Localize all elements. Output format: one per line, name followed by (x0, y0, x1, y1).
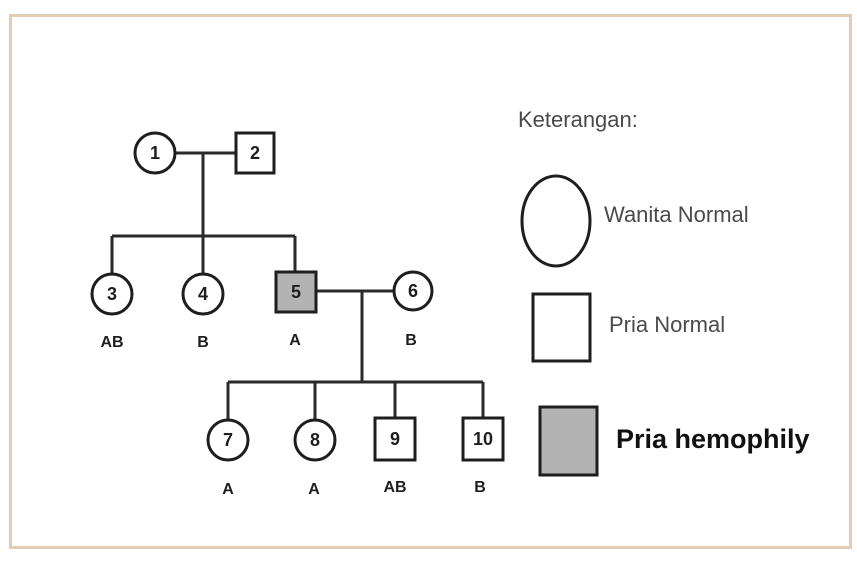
individual-number: 3 (107, 284, 117, 304)
female-symbol (133, 131, 177, 175)
legend: Keterangan: Wanita Normal Pria Normal Pr… (518, 107, 810, 477)
individual-number: 5 (291, 282, 301, 302)
individual-9: 9 AB (373, 416, 417, 496)
individual-8: 8 A (293, 418, 337, 498)
blood-type-label: A (222, 481, 234, 498)
legend-label: Pria hemophily (616, 424, 810, 454)
individual-number: 4 (198, 284, 208, 304)
male-symbol (234, 131, 276, 175)
individual-4: 4 B (181, 272, 225, 351)
female-symbol (181, 272, 225, 316)
individual-number: 6 (408, 281, 418, 301)
individual-7: 7 A (206, 418, 250, 498)
pedigree-lines (110, 151, 485, 419)
individual-number: 9 (390, 429, 400, 449)
individual-number: 8 (310, 430, 320, 450)
blood-type-label: B (197, 334, 209, 351)
individual-5: 5 A (274, 270, 318, 349)
filled-square-icon (538, 405, 599, 477)
female-symbol (392, 270, 434, 312)
individual-number: 2 (250, 143, 260, 163)
individual-number: 1 (150, 143, 160, 163)
legend-label: Pria Normal (609, 312, 725, 337)
female-symbol (206, 418, 250, 462)
female-symbol (90, 272, 134, 316)
legend-item-female-normal: Wanita Normal (520, 174, 749, 268)
blood-type-label: A (308, 481, 320, 498)
blood-type-label: B (405, 332, 417, 349)
legend-item-male-normal: Pria Normal (531, 292, 725, 363)
square-icon (531, 292, 592, 363)
blood-type-label: A (289, 332, 301, 349)
circle-icon (520, 174, 592, 268)
individual-6: 6 B (392, 270, 434, 349)
individual-number: 7 (223, 430, 233, 450)
individual-10: 10 B (461, 416, 505, 496)
individual-1: 1 (133, 131, 177, 175)
legend-item-male-hemophily: Pria hemophily (538, 405, 810, 477)
legend-title: Keterangan: (518, 107, 638, 132)
legend-label: Wanita Normal (604, 202, 749, 227)
male-symbol (461, 416, 505, 462)
male-symbol (373, 416, 417, 462)
blood-type-label: B (474, 479, 486, 496)
individual-2: 2 (234, 131, 276, 175)
female-symbol (293, 418, 337, 462)
affected-male-symbol (274, 270, 318, 314)
individual-number: 10 (473, 429, 493, 449)
blood-type-label: AB (100, 334, 123, 351)
individual-3: 3 AB (90, 272, 134, 351)
blood-type-label: AB (383, 479, 406, 496)
